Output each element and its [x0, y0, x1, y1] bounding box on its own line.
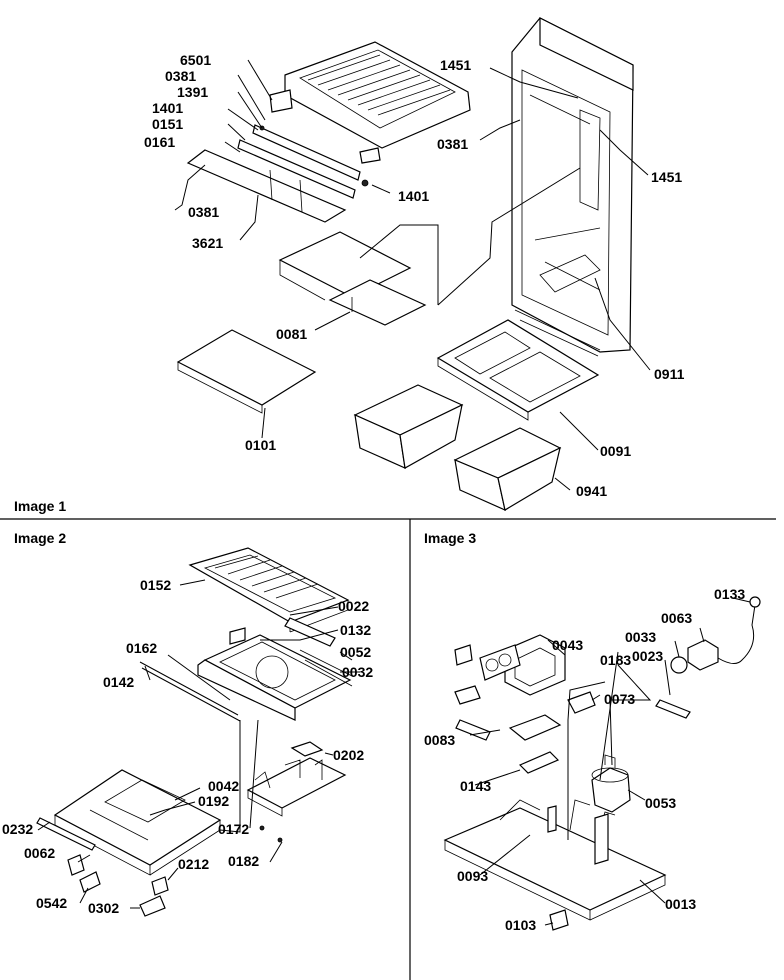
part-0103: [549, 909, 569, 931]
callout-label: 0162: [126, 640, 157, 656]
callout-label: 0133: [714, 586, 745, 602]
callout-label: 0033: [625, 629, 656, 645]
strip-0232: [36, 817, 96, 851]
image2-leader-lines: [37, 579, 360, 909]
crisper-drawer-right: [453, 427, 562, 512]
shelf-cover: [269, 41, 471, 164]
shelf-0101: [176, 329, 317, 414]
knob: [498, 653, 512, 667]
callout-label: 0063: [661, 610, 692, 626]
callout-label: 0381: [165, 68, 196, 84]
fan-motor-0053: [591, 754, 631, 813]
callout-label: 0073: [604, 691, 635, 707]
callout-label: 0022: [338, 598, 369, 614]
part-0063: [687, 639, 719, 671]
shelf-0081: [278, 231, 427, 326]
callout-label: 6501: [180, 52, 211, 68]
crisper-cover: [436, 319, 600, 421]
callout-label: 1451: [440, 57, 471, 73]
housing-0013: [443, 799, 667, 921]
callout-label: 0381: [188, 204, 219, 220]
callout-label: 1391: [177, 84, 208, 100]
refrigerator-cabinet: [511, 17, 634, 357]
image1-parts: [174, 17, 651, 512]
callout-label: 0081: [276, 326, 307, 342]
image3-parts: [443, 596, 761, 931]
image3-leader-lines: [469, 597, 751, 926]
callout-label: 3621: [192, 235, 223, 251]
callout-label: 0542: [36, 895, 67, 911]
callout-label: 0381: [437, 136, 468, 152]
callout-label: 1451: [651, 169, 682, 185]
image1-leader-lines: [174, 59, 651, 491]
image2-parts: [36, 547, 360, 917]
part-0073: [567, 691, 596, 714]
callout-label: 0232: [2, 821, 33, 837]
callout-label: 1401: [398, 188, 429, 204]
callout-label: 0103: [505, 917, 536, 933]
part-0033: [670, 656, 688, 674]
rod-0142: [139, 661, 241, 722]
callout-label: 0161: [144, 134, 175, 150]
left-bracket: [454, 685, 481, 705]
callout-label: 0101: [245, 437, 276, 453]
left-strip: [455, 719, 491, 741]
callout-label: 0192: [198, 793, 229, 809]
panel-caption-image1: Image 1: [14, 498, 66, 514]
callout-label: 0042: [208, 778, 239, 794]
callout-label: 0052: [340, 644, 371, 660]
callout-label: 0911: [654, 366, 685, 382]
callout-label: 0212: [178, 856, 209, 872]
callout-label: 0941: [576, 483, 607, 499]
frame-strips: [186, 124, 369, 223]
sensor-0133: [749, 596, 761, 608]
callout-label: 0062: [24, 845, 55, 861]
callout-label: 0083: [424, 732, 455, 748]
shelf-0152: [188, 547, 350, 633]
callout-label: 0023: [632, 648, 663, 664]
callout-label: 0053: [645, 795, 676, 811]
part-0202: [290, 741, 324, 757]
knob: [485, 658, 499, 672]
part-0023: [655, 699, 691, 719]
callout-label: 0183: [600, 652, 631, 668]
left-block: [454, 644, 473, 666]
crisper-assembly-0032: [197, 617, 353, 721]
callout-label: 1401: [152, 100, 183, 116]
callout-label: 0152: [140, 577, 171, 593]
callout-label: 0032: [342, 664, 373, 680]
control-board: [246, 757, 347, 817]
panel-caption-image2: Image 2: [14, 530, 66, 546]
small-parts-image2: [67, 825, 283, 917]
damper-0043: [504, 634, 566, 696]
plate: [508, 714, 562, 741]
crisper-drawer-left: [353, 384, 464, 469]
callout-label: 0182: [228, 853, 259, 869]
callout-label: 0132: [340, 622, 371, 638]
callout-label: 0043: [552, 637, 583, 653]
wire-0133: [717, 604, 756, 664]
callout-label: 0302: [88, 900, 119, 916]
panel-caption-image3: Image 3: [424, 530, 476, 546]
callout-label: 0202: [333, 747, 364, 763]
part-0143: [518, 751, 560, 774]
callout-label: 0091: [600, 443, 631, 459]
callout-label: 0172: [218, 821, 249, 837]
callout-label: 0151: [152, 116, 183, 132]
callout-label: 0143: [460, 778, 491, 794]
callout-label: 0142: [103, 674, 134, 690]
callout-label: 0013: [665, 896, 696, 912]
callout-label: 0093: [457, 868, 488, 884]
part-0083: [479, 644, 521, 681]
